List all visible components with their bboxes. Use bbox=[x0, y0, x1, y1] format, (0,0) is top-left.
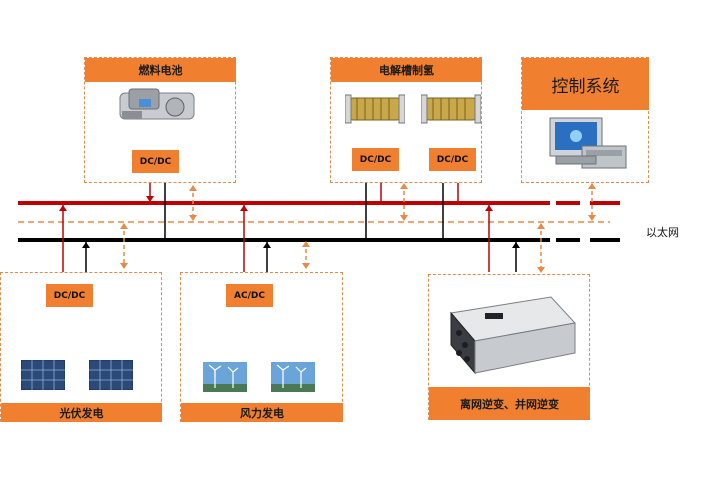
wind-converter: AC/DC bbox=[226, 284, 273, 307]
solar-panel-1 bbox=[21, 360, 65, 390]
ethernet-label: 以太网 bbox=[646, 226, 679, 239]
control-box: 控制系统 bbox=[521, 57, 649, 183]
inverter-label: 离网逆变、并网逆变 bbox=[429, 387, 590, 420]
fuel-cell-image bbox=[119, 88, 195, 120]
inverter-image bbox=[450, 296, 576, 375]
electrolyzer-image-1 bbox=[345, 94, 405, 124]
electrolysis-converter-2: DC/DC bbox=[429, 148, 476, 171]
solar-panel-2 bbox=[89, 360, 133, 390]
wind-turbine-image-1 bbox=[203, 362, 247, 392]
wind-label: 风力发电 bbox=[181, 403, 343, 422]
inverter-links bbox=[485, 205, 545, 273]
control-links bbox=[588, 183, 596, 221]
fuel-cell-box: 燃料电池 DC/DC bbox=[84, 57, 236, 183]
computer-image bbox=[549, 117, 627, 169]
solar-label: 光伏发电 bbox=[1, 403, 162, 422]
fuel-cell-converter: DC/DC bbox=[132, 150, 179, 173]
inverter-box: 离网逆变、并网逆变 bbox=[428, 274, 590, 420]
wind-box: AC/DC 风力发电 bbox=[180, 272, 343, 422]
electrolysis-label: 电解槽制氢 bbox=[331, 58, 482, 82]
solar-converter: DC/DC bbox=[46, 284, 93, 307]
control-label: 控制系统 bbox=[522, 58, 649, 110]
solar-box: DC/DC 光伏发电 bbox=[0, 272, 162, 422]
electrolyzer-image-2 bbox=[421, 94, 481, 124]
fuel-cell-label: 燃料电池 bbox=[85, 58, 236, 82]
electrolysis-converter-1: DC/DC bbox=[352, 148, 399, 171]
wind-turbine-image-2 bbox=[271, 362, 315, 392]
electrolysis-box: 电解槽制氢 DC/DC DC/DC bbox=[330, 57, 482, 183]
